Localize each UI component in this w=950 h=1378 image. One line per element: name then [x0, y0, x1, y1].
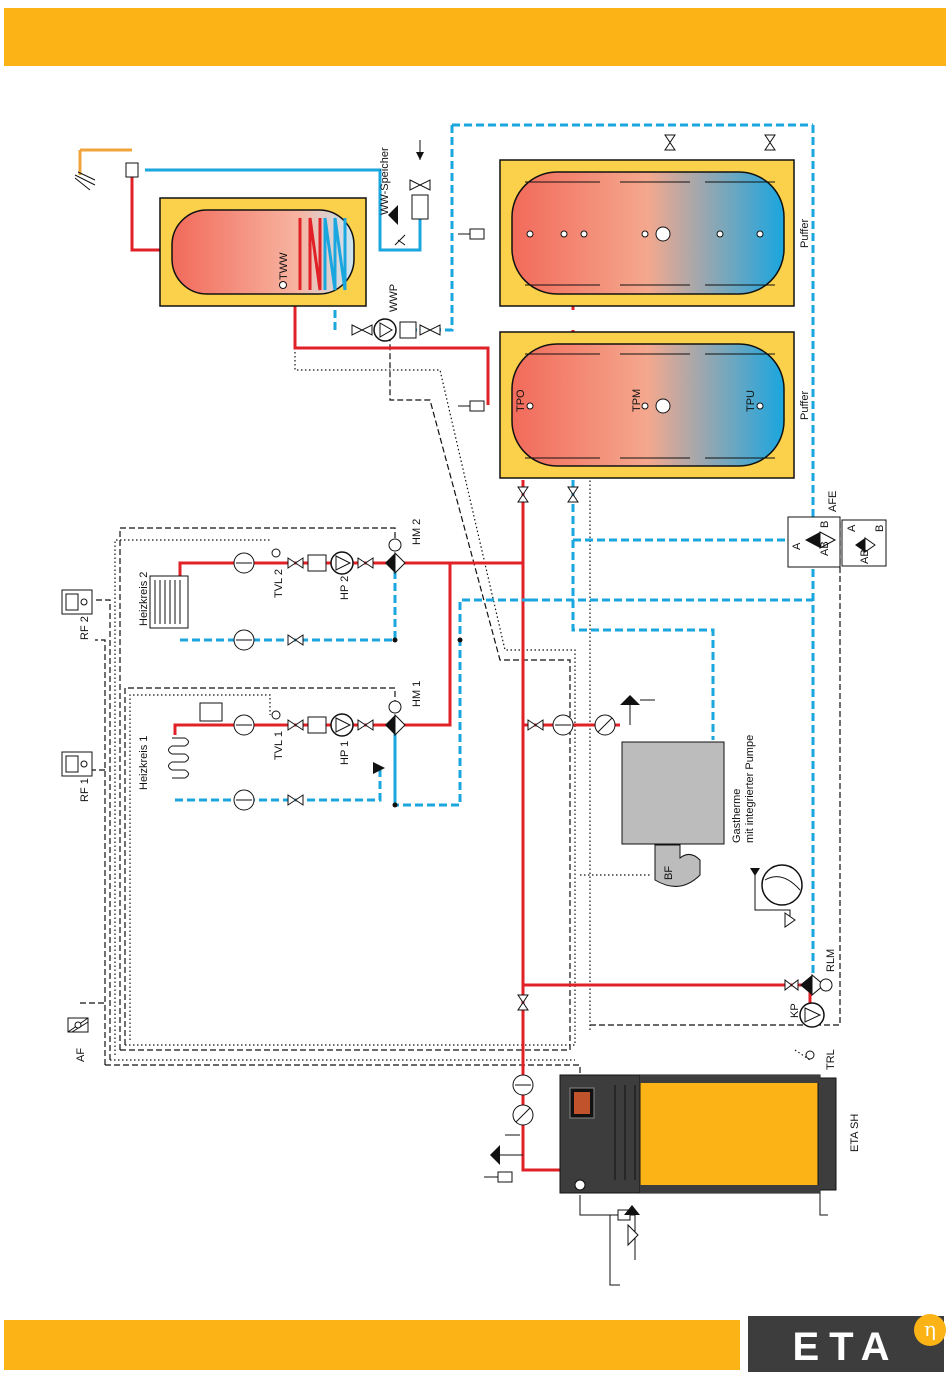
hm1-label: HM 1 — [411, 681, 423, 707]
puffer-tank-upper — [500, 160, 794, 306]
shower-icon — [75, 150, 138, 190]
kp-label: KP — [789, 1003, 801, 1018]
afe-a2-label: A — [846, 524, 858, 532]
gastherme-label-1: Gastherme — [731, 789, 743, 843]
ww-speicher-label: WW-Speicher — [379, 147, 391, 215]
outdoor-sensor-icon — [68, 1018, 88, 1032]
hp1-label: HP 1 — [339, 741, 351, 765]
afe-ab-label: AB — [819, 541, 831, 556]
tpu-label: TPU — [745, 390, 757, 412]
hot-pipes — [132, 160, 810, 1170]
heizkreis2-label: Heizkreis 2 — [138, 572, 150, 626]
room-sensor-rf2 — [62, 590, 92, 614]
eta-sh-label: ETA SH — [849, 1114, 861, 1152]
puffer-upper-label: Puffer — [799, 219, 811, 248]
room-sensor-rf1 — [62, 752, 92, 776]
af-label: AF — [75, 1048, 87, 1062]
eta-logo-badge: η — [914, 1314, 946, 1346]
eta-logo-text: ETA — [792, 1325, 899, 1369]
afe-ab2-label: AB — [859, 549, 871, 564]
wwp-pump-icon — [352, 319, 440, 341]
ww-fittings — [388, 140, 430, 245]
wwp-label: WWP — [388, 284, 400, 312]
eta-sh-boiler — [484, 1075, 836, 1285]
rlm-label: RLM — [825, 949, 837, 972]
hm2-label: HM 2 — [411, 519, 423, 545]
tpm-label: TPM — [631, 389, 643, 412]
afe-a-label: A — [791, 542, 803, 550]
gas-boiler-unit — [528, 695, 724, 886]
afe-label: AFE — [827, 491, 839, 512]
puffer-lower-label: Puffer — [799, 391, 811, 420]
gastherme-label-2: mit integrierter Pumpe — [744, 735, 756, 843]
afe-valve-icon — [788, 517, 886, 567]
heizkreis1-label: Heizkreis 1 — [138, 736, 150, 790]
tvl1-label: TVL 1 — [273, 731, 285, 760]
trl-label: TRL — [825, 1049, 837, 1070]
footer-bar — [4, 1320, 740, 1370]
rf1-label: RF 1 — [79, 778, 91, 802]
afe-b-label: B — [819, 521, 831, 528]
expansion-vessel-icon — [750, 865, 802, 927]
rf2-label: RF 2 — [79, 616, 91, 640]
bf-label: BF — [663, 866, 675, 880]
tpo-label: TPO — [515, 389, 527, 412]
tvl2-label: TVL 2 — [273, 569, 285, 598]
tww-label: TWW — [278, 252, 290, 280]
return-group — [518, 975, 832, 1059]
ww-storage-tank — [160, 198, 366, 306]
afe-b2-label: B — [874, 525, 886, 532]
hp2-label: HP 2 — [339, 576, 351, 600]
